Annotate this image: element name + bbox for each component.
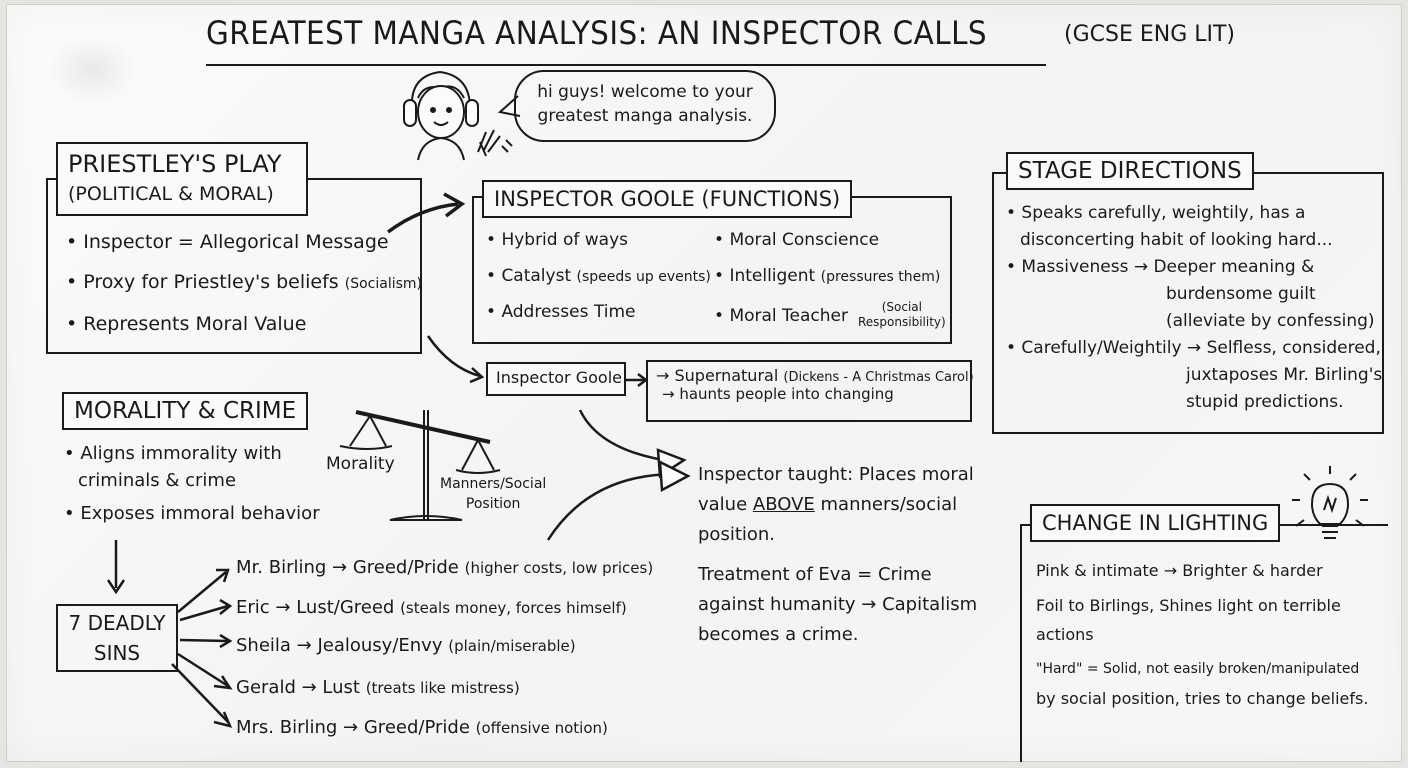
deadly-sins-box: 7 DEADLY SINS (56, 604, 178, 672)
sin-text: Sheila → Jealousy/Envy (236, 635, 443, 656)
taught-text: value (698, 494, 753, 515)
scale-right-label-1: Manners/Social (440, 476, 547, 492)
deadly-sins-label-2: SINS (93, 641, 141, 665)
supernatural-line-2: → haunts people into changing (662, 385, 894, 403)
lighting-text: Foil to Birlings, Shines light on terrib… (1036, 596, 1341, 615)
taught-line: Inspector taught: Places moral (698, 464, 974, 485)
stage-text: juxtaposes Mr. Birling's (1186, 365, 1383, 385)
supernatural-text: → Supernatural (656, 366, 779, 385)
function-item: Moral Teacher (714, 304, 848, 328)
scale-right-label-2: Position (465, 496, 521, 512)
sin-text: Mr. Birling → Greed/Pride (236, 557, 459, 578)
sin-item: Eric → Lust/Greed (steals money, forces … (236, 596, 627, 620)
title-underline (206, 64, 1046, 66)
sin-text: Mrs. Birling → Greed/Pride (236, 717, 470, 738)
stage-directions-heading: STAGE DIRECTIONS (1006, 152, 1254, 190)
stage-directions-content: • Speaks carefully, weightily, has a dis… (1006, 200, 1382, 416)
scale-right-label: Manners/Social Position (440, 474, 546, 514)
priestley-item-text: Inspector = Allegorical Message (66, 231, 389, 253)
stage-text: • Speaks carefully, weightily, has a (1006, 203, 1306, 223)
deadly-sins-label-1: 7 DEADLY (68, 611, 166, 635)
speech-bubble: hi guys! welcome to your greatest manga … (514, 70, 776, 142)
function-item-text: Moral Conscience (714, 230, 879, 250)
balance-scale-icon (339, 410, 501, 521)
priestley-item: Represents Moral Value (66, 312, 306, 336)
sin-item: Sheila → Jealousy/Envy (plain/miserable) (236, 634, 576, 658)
morality-text: criminals & crime (78, 470, 237, 491)
function-item-text: Catalyst (486, 266, 571, 286)
morality-crime-content: • Aligns immorality with criminals & cri… (64, 440, 320, 527)
taught-line: position. (698, 524, 776, 545)
sin-text: Eric → Lust/Greed (236, 597, 395, 618)
stage-text: (alleviate by confessing) (1166, 311, 1375, 331)
function-item-note: (speeds up events) (576, 269, 711, 285)
taught-line: Treatment of Eva = Crime (698, 564, 932, 585)
lighting-text: by social position, tries to change beli… (1036, 689, 1369, 708)
morality-text: • Exposes immoral behavior (64, 503, 320, 524)
bubble-line-1: hi guys! welcome to your (537, 82, 753, 102)
sin-note: (treats like mistress) (365, 679, 520, 697)
sin-item: Gerald → Lust (treats like mistress) (236, 676, 520, 700)
page-title: GREATEST MANGA ANALYSIS: AN INSPECTOR CA… (206, 14, 988, 52)
lighting-heading: CHANGE IN LIGHTING (1030, 504, 1281, 542)
function-item-note: (pressures them) (820, 269, 941, 285)
function-item: Addresses Time (486, 300, 635, 324)
sin-note: (offensive notion) (475, 719, 608, 737)
priestley-item: Proxy for Priestley's beliefs (Socialism… (66, 270, 422, 296)
moral-teacher-note-2: Responsibility) (858, 315, 946, 329)
lightbulb-icon (1292, 466, 1368, 539)
inspector-taught-block: Inspector taught: Places moral value ABO… (698, 460, 977, 650)
sin-note: (plain/miserable) (448, 637, 576, 655)
priestley-item-text: Proxy for Priestley's beliefs (66, 271, 339, 293)
sin-item: Mrs. Birling → Greed/Pride (offensive no… (236, 716, 608, 740)
inspector-goole-label: Inspector Goole (486, 362, 626, 396)
morality-text: • Aligns immorality with (64, 443, 282, 464)
scale-left-label: Morality (326, 454, 395, 474)
stage-text: burdensome guilt (1166, 284, 1316, 304)
function-item-text: Hybrid of ways (486, 230, 628, 250)
inspector-functions-heading: INSPECTOR GOOLE (FUNCTIONS) (482, 180, 853, 218)
sin-text: Gerald → Lust (236, 677, 360, 698)
supernatural-note: (Dickens - A Christmas Carol) (783, 370, 974, 385)
stage-text: • Massiveness → Deeper meaning & (1006, 257, 1315, 277)
taught-line: value ABOVE manners/social (698, 490, 977, 520)
taught-emphasis: ABOVE (752, 494, 815, 515)
function-item-text: Addresses Time (486, 302, 635, 322)
stage-text: • Carefully/Weightily → Selfless, consid… (1006, 338, 1381, 358)
avatar (403, 70, 513, 161)
stage-text: disconcerting habit of looking hard... (1020, 230, 1333, 250)
priestley-item-text: Represents Moral Value (66, 313, 306, 335)
stage-text: stupid predictions. (1186, 392, 1344, 412)
supernatural-line-1: → Supernatural (Dickens - A Christmas Ca… (656, 366, 974, 385)
sin-note: (steals money, forces himself) (400, 599, 627, 617)
bubble-line-2: greatest manga analysis. (537, 106, 753, 126)
function-item-text: Moral Teacher (714, 306, 848, 326)
taught-text: manners/social (814, 494, 958, 515)
priestley-item-note: (Socialism) (344, 276, 423, 292)
lighting-text: actions (1036, 625, 1094, 644)
whiteboard (6, 4, 1402, 762)
function-item: Catalyst (speeds up events) (486, 264, 711, 289)
smudge-mark (47, 35, 137, 105)
function-item: Moral Conscience (714, 228, 879, 252)
moral-teacher-note-1: (Social (881, 300, 922, 314)
sin-item: Mr. Birling → Greed/Pride (higher costs,… (236, 556, 653, 580)
taught-line: against humanity → Capitalism (698, 594, 978, 615)
morality-crime-heading: MORALITY & CRIME (62, 392, 309, 430)
priestley-item: Inspector = Allegorical Message (66, 230, 389, 254)
priestleys-play-heading-2: (POLITICAL & MORAL) (68, 183, 274, 205)
taught-line: becomes a crime. (698, 624, 859, 645)
priestleys-play-heading-1: PRIESTLEY'S PLAY (68, 150, 282, 178)
lighting-content: Pink & intimate → Brighter & harder Foil… (1036, 556, 1368, 713)
supernatural-box: → Supernatural (Dickens - A Christmas Ca… (646, 360, 974, 422)
function-item: Intelligent (pressures them) (714, 264, 940, 289)
priestleys-play-heading: PRIESTLEY'S PLAY (POLITICAL & MORAL) (56, 142, 308, 216)
function-item-text: Intelligent (714, 266, 815, 286)
page-subtitle: (GCSE ENG LIT) (1064, 22, 1236, 47)
function-item-note: (Social Responsibility) (858, 300, 946, 330)
function-item: Hybrid of ways (486, 228, 628, 252)
lighting-text: "Hard" = Solid, not easily broken/manipu… (1036, 661, 1360, 677)
sin-note: (higher costs, low prices) (464, 559, 654, 577)
lighting-text: Pink & intimate → Brighter & harder (1036, 561, 1323, 580)
